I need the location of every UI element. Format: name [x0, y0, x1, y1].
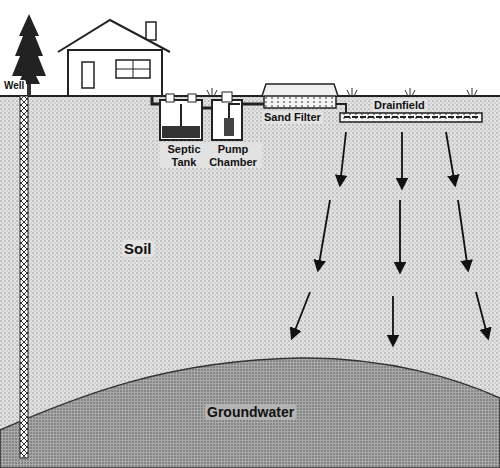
septic-tank	[160, 94, 202, 140]
well-label: Well	[2, 80, 26, 92]
sand-filter	[262, 84, 338, 108]
grass	[207, 88, 477, 96]
drainfield-label: Drainfield	[372, 99, 427, 112]
soil-label: Soil	[122, 240, 154, 257]
chamber-label: Pump Chamber	[204, 143, 262, 168]
tank-outlet-pipe	[202, 107, 212, 110]
house	[58, 20, 170, 96]
groundwater-zone	[0, 358, 500, 468]
drainfield-trench	[340, 113, 482, 122]
sky	[0, 0, 500, 96]
well-casing	[20, 96, 28, 458]
tank-label: Septic Tank	[160, 143, 208, 168]
soil-ground	[0, 96, 500, 468]
filter-label: Sand Filter	[262, 111, 323, 124]
pump-chamber	[212, 92, 242, 140]
flow-arrows	[292, 132, 488, 345]
pressure-pipe	[242, 103, 264, 106]
groundwater-label: Groundwater	[205, 404, 296, 420]
